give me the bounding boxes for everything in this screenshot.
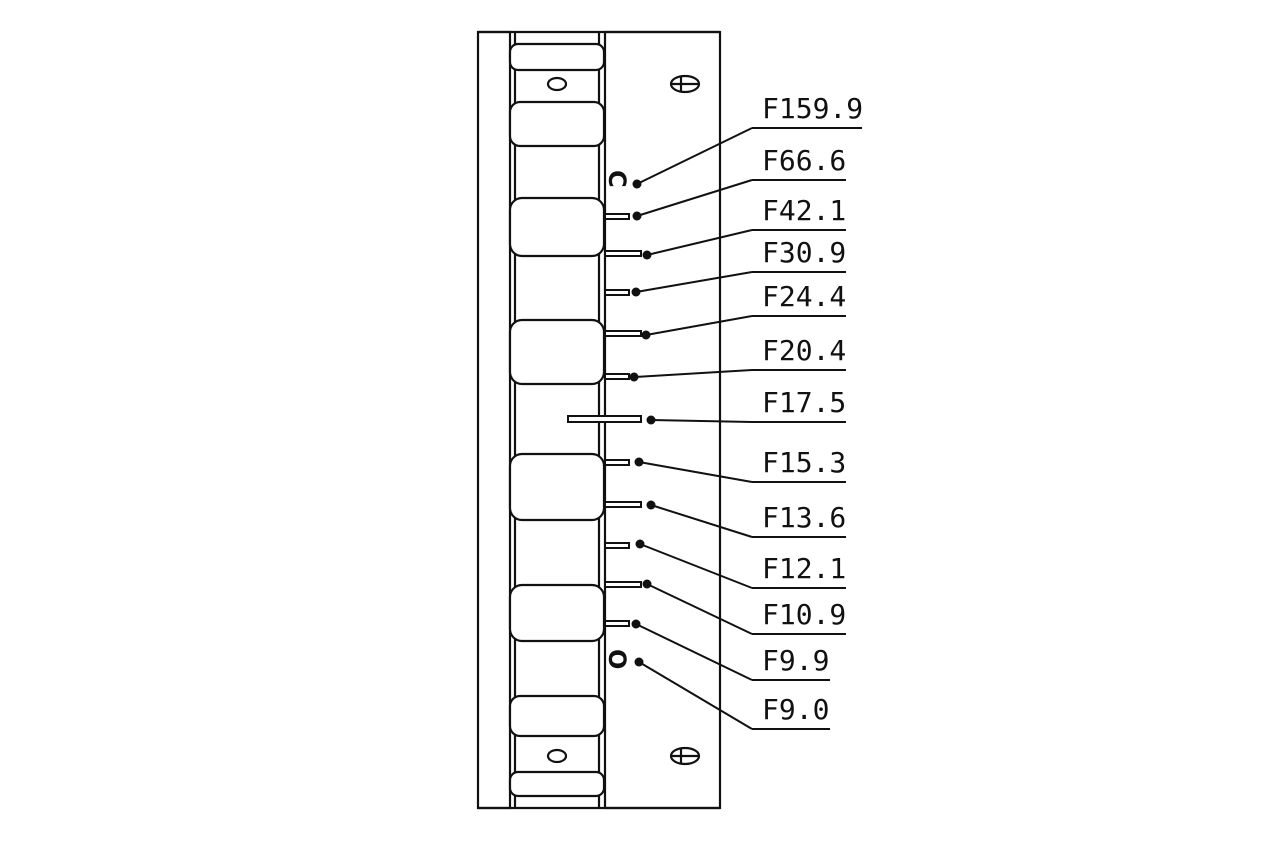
screw-icon — [669, 746, 701, 766]
open-mark-letter: O — [603, 649, 631, 669]
leader-line — [636, 179, 753, 217]
leader-lines — [629, 127, 862, 730]
aperture-label: F9.0 — [762, 693, 829, 726]
aperture-label: F12.1 — [762, 552, 846, 585]
leader-line — [635, 623, 753, 681]
aperture-label: F10.9 — [762, 598, 846, 631]
leader-line — [646, 583, 753, 635]
scale-tick — [604, 213, 630, 220]
leader-line — [636, 127, 753, 185]
close-mark-letter: C — [603, 170, 631, 188]
aperture-label: F24.4 — [762, 280, 846, 313]
scale-tick — [604, 581, 642, 588]
scale-tick — [604, 373, 630, 380]
aperture-label: F13.6 — [762, 501, 846, 534]
aperture-label: F15.3 — [762, 446, 846, 479]
scale-tick — [604, 620, 630, 627]
aperture-label: F159.9 — [762, 92, 863, 125]
detent-block — [508, 583, 606, 643]
aperture-labels: F159.9F66.6F42.1F30.9F24.4F20.4F17.5F15.… — [762, 92, 863, 726]
leader-line — [638, 461, 753, 483]
detent-block — [508, 100, 606, 148]
leader-line — [650, 504, 753, 538]
scale-tick — [604, 459, 630, 466]
leader-line — [633, 369, 753, 378]
aperture-label: F9.9 — [762, 644, 829, 677]
tick-marks — [567, 213, 642, 627]
scale-tick — [567, 415, 642, 423]
scale-tick — [604, 330, 642, 337]
aperture-label: F17.5 — [762, 386, 846, 419]
leader-line — [635, 271, 753, 293]
aperture-label: F30.9 — [762, 236, 846, 269]
hole-icon — [546, 748, 568, 764]
aperture-label: F42.1 — [762, 194, 846, 227]
left-rail — [476, 30, 512, 810]
detent-block — [508, 196, 606, 258]
detent-block — [508, 318, 606, 386]
hole-icon — [546, 76, 568, 92]
detent-block — [508, 770, 606, 798]
scale-tick — [604, 250, 642, 257]
scale-tick — [604, 542, 630, 549]
detent-block — [508, 694, 606, 738]
detent-block — [508, 42, 606, 72]
leader-line — [646, 229, 753, 256]
leader-line — [639, 543, 753, 589]
screw-icon — [669, 74, 701, 94]
leader-line — [638, 661, 753, 730]
leader-line — [645, 315, 753, 336]
scale-tick — [604, 289, 630, 296]
aperture-label: F20.4 — [762, 334, 846, 367]
leader-line — [650, 419, 753, 423]
detent-block — [508, 452, 606, 522]
scale-tick — [604, 501, 642, 508]
aperture-label: F66.6 — [762, 144, 846, 177]
